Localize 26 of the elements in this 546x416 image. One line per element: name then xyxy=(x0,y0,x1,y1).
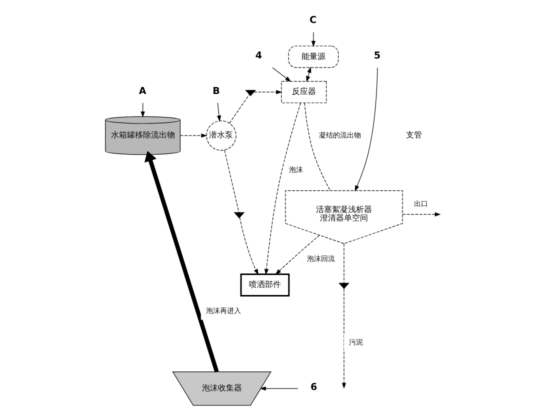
node-text: 6 xyxy=(310,382,318,394)
arrow xyxy=(254,90,282,94)
arrow xyxy=(354,67,378,192)
arrow xyxy=(144,150,219,372)
node-text: 5 xyxy=(374,50,381,62)
node-text: A xyxy=(138,86,146,97)
node-valve xyxy=(234,212,245,218)
arrow xyxy=(180,133,208,138)
arrow xyxy=(311,32,316,47)
connector xyxy=(304,102,330,191)
arrow xyxy=(402,212,441,216)
connector xyxy=(229,94,250,124)
node-text: B xyxy=(212,86,220,97)
node-valve xyxy=(245,90,256,96)
arrow xyxy=(260,386,298,391)
arrow xyxy=(272,67,292,82)
node-text: 4 xyxy=(255,50,262,62)
arrow xyxy=(275,235,320,275)
arrow xyxy=(239,217,259,275)
arrow xyxy=(216,102,222,122)
arrow xyxy=(342,288,346,389)
node-text: C xyxy=(310,15,317,26)
node-valve xyxy=(338,282,350,290)
arrow xyxy=(264,102,301,276)
connector xyxy=(224,150,240,213)
arrow xyxy=(306,66,312,82)
